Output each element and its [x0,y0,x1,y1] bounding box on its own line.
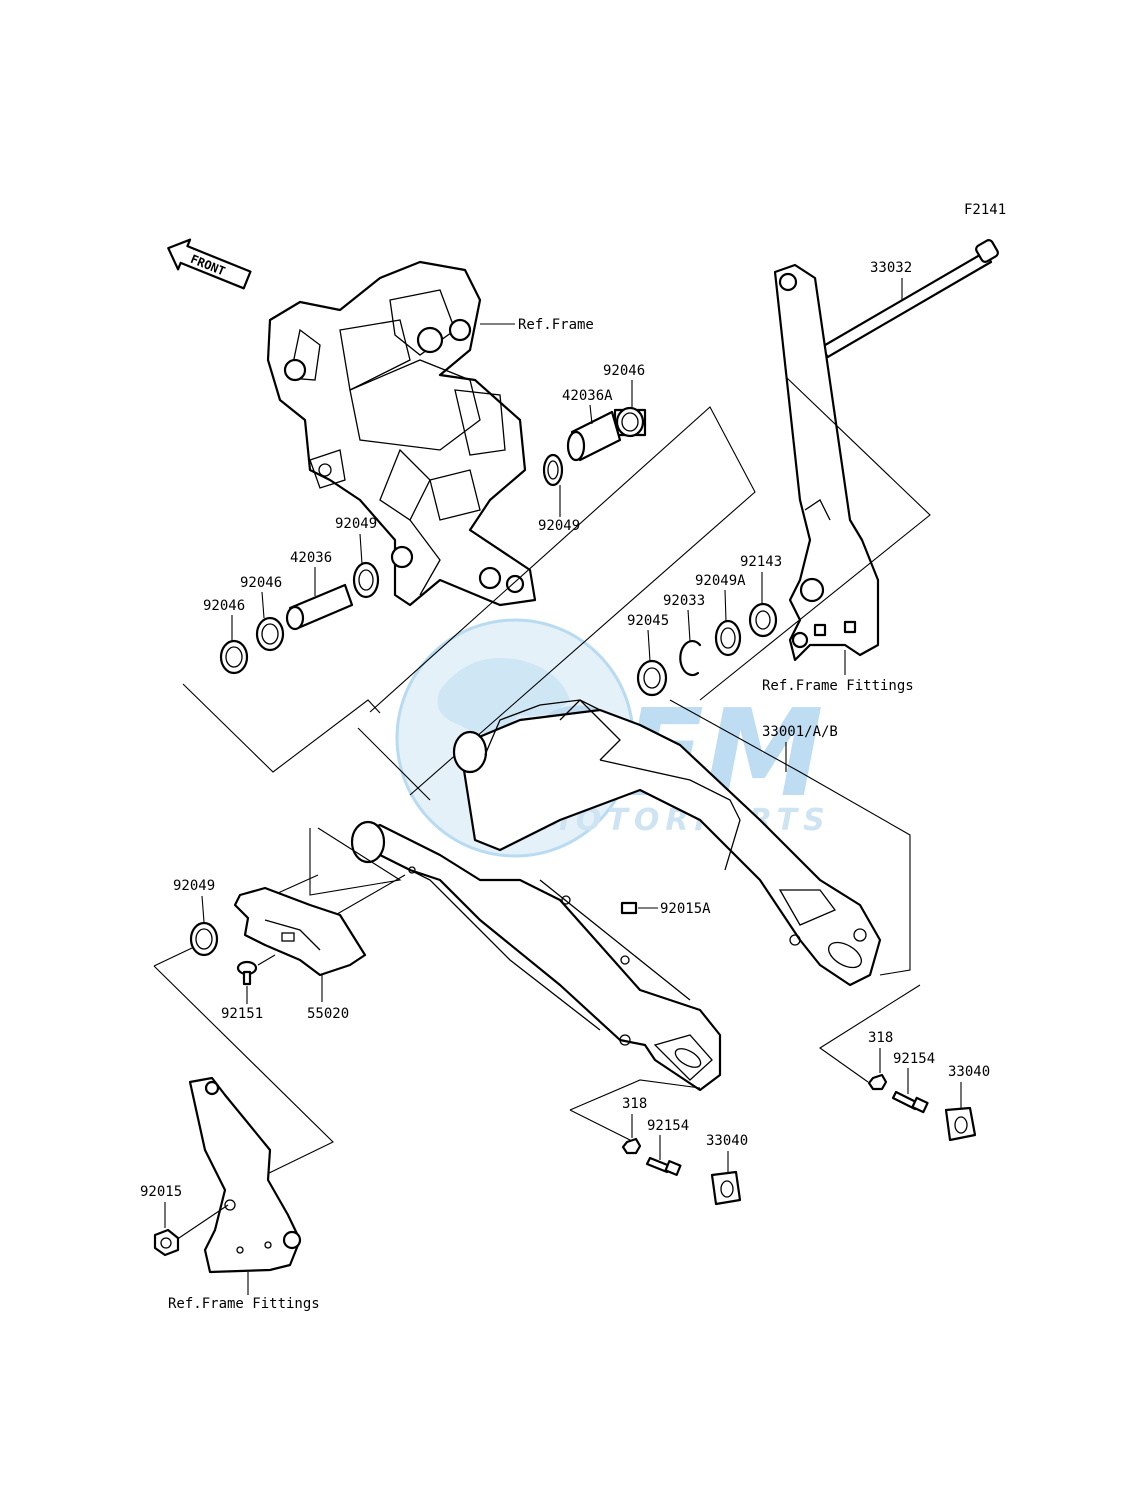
screw-92151: 92151 [221,954,276,1022]
left-adjuster-leader [569,1079,701,1146]
nut-318-left: 318 [621,1096,647,1155]
label-92015: 92015 [140,1184,182,1200]
circlip-92033: 92033 [663,593,705,677]
label-92049-low: 92049 [173,878,215,894]
chain-slider-55020: 55020 [233,886,367,1022]
seal-92049A: 92049A [695,573,746,657]
front-arrow: FRONT [167,238,252,290]
label-ref-frame: Ref.Frame [518,317,594,333]
seal-92049-top: 92049 [538,453,580,534]
label-33032: 33032 [870,260,912,276]
bearing-92046-left: 92046 [203,598,249,675]
right-frame-fitting: Ref.Frame Fittings [762,263,914,694]
label-92045: 92045 [627,613,669,629]
label-ref-frame-fittings-left: Ref.Frame Fittings [168,1296,320,1312]
adjuster-33040-right: 33040 [944,1064,990,1142]
collar-92143: 92143 [740,554,782,638]
ref-frame-callout: Ref.Frame [480,317,594,333]
label-92046-top: 92046 [603,363,645,379]
bolt-92154-left: 92154 [645,1118,689,1176]
label-92015A: 92015A [660,901,711,917]
label-92046-left: 92046 [203,598,245,614]
label-92049A: 92049A [695,573,746,589]
collar-42036A: 42036A [562,388,622,462]
seal-92049-left: 92049 [335,516,380,599]
collar-42036: 42036 [285,550,354,631]
label-33040-left: 33040 [706,1133,748,1149]
label-318-right: 318 [868,1030,893,1046]
nut-318-right: 318 [867,1030,893,1091]
label-92143: 92143 [740,554,782,570]
label-92049-left: 92049 [335,516,377,532]
swingarm-33001 [350,699,882,1092]
label-92154-left: 92154 [647,1118,689,1134]
bearing-92046-mid: 92046 [240,575,285,652]
left-frame-fitting: Ref.Frame Fittings [168,1076,320,1312]
label-318-left: 318 [622,1096,647,1112]
slider-bracket-leader [153,947,334,1176]
adjuster-33040-left: 33040 [706,1133,748,1206]
frame-assembly [266,260,537,607]
bolt-92154-right: 92154 [891,1051,935,1114]
bearing-92045: 92045 [627,613,669,697]
label-42036A: 42036A [562,388,613,404]
left-stack-leader [182,683,381,773]
right-adjuster-leader [819,984,921,1083]
label-55020: 55020 [307,1006,349,1022]
label-92049-top: 92049 [538,518,580,534]
pivot-shaft-33032: 33032 [806,239,999,367]
watermark-continents [437,658,570,820]
bolt-92015A: 92015A [620,901,711,917]
label-92151: 92151 [221,1006,263,1022]
nut-92015: 92015 [140,1184,182,1257]
pivot-leader [699,377,931,701]
label-92033: 92033 [663,593,705,609]
swingarm-callout: 33001/A/B [309,699,911,976]
upper-stack-leader [369,406,756,796]
label-33040-right: 33040 [948,1064,990,1080]
label-42036: 42036 [290,550,332,566]
seal-92049-low: 92049 [173,878,219,957]
label-92154-right: 92154 [893,1051,935,1067]
figure-code: F2141 [964,202,1006,218]
label-92046-mid: 92046 [240,575,282,591]
label-ref-frame-fittings-right: Ref.Frame Fittings [762,678,914,694]
label-33001: 33001/A/B [762,724,838,740]
bearing-92046-top: 92046 [603,363,647,438]
